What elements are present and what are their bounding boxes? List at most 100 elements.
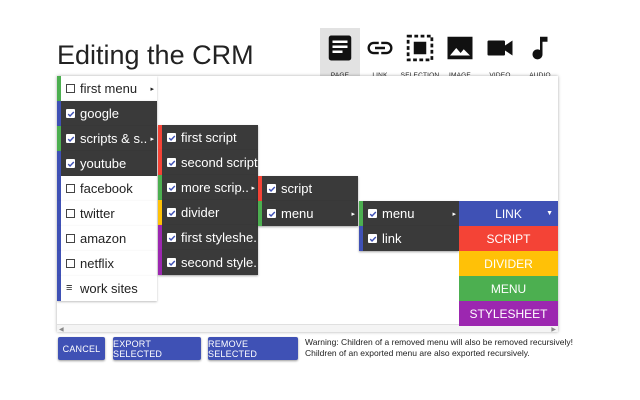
checkbox-checked-icon[interactable]: [267, 209, 276, 218]
link-icon: [365, 33, 395, 68]
tree-item-col1[interactable]: amazon: [57, 226, 157, 251]
checkbox-checked-icon[interactable]: [66, 159, 75, 168]
content-type-toolbar: PAGE LINK SELECTION IMAGE VIDEO AUDIO: [320, 28, 560, 79]
horizontal-scrollbar[interactable]: ◀ ▶: [57, 324, 558, 332]
audio-icon: [525, 33, 555, 68]
tree-item-label: youtube: [80, 156, 127, 171]
tree-item-col1[interactable]: facebook: [57, 176, 157, 201]
toolbar-label: SELECTION: [401, 72, 440, 79]
tree-item-label: facebook: [80, 181, 133, 196]
toolbar-image-button[interactable]: IMAGE: [440, 28, 480, 79]
submenu-arrow-icon: ▸: [351, 210, 355, 218]
tree-item-label: first script: [181, 130, 237, 145]
tree-item-col2[interactable]: more scrip...▸: [158, 175, 258, 200]
checkbox-checked-icon[interactable]: [368, 234, 377, 243]
tree-item-col1[interactable]: youtube: [57, 151, 157, 176]
export-selected-button[interactable]: EXPORT SELECTED: [113, 337, 201, 360]
toolbar-label: AUDIO: [529, 72, 551, 79]
submenu-arrow-icon: ▸: [452, 210, 456, 218]
scroll-right-icon[interactable]: ▶: [551, 327, 556, 332]
checkbox-empty-icon[interactable]: [66, 84, 75, 93]
toolbar-selection-button[interactable]: SELECTION: [400, 28, 440, 79]
checkbox-checked-icon[interactable]: [167, 158, 176, 167]
checkbox-checked-icon[interactable]: [167, 258, 176, 267]
tree-item-col4[interactable]: link: [359, 226, 459, 251]
tree-item-label: scripts & s...: [80, 131, 149, 146]
checkbox-checked-icon[interactable]: [167, 233, 176, 242]
tree-item-col2[interactable]: first script: [158, 125, 258, 150]
checkbox-empty-icon[interactable]: [66, 184, 75, 193]
type-link-button[interactable]: LINK ▼: [459, 201, 558, 226]
type-label: DIVIDER: [484, 256, 533, 271]
tree-item-label: more scrip...: [181, 180, 250, 195]
cancel-button[interactable]: CANCEL: [58, 337, 105, 360]
type-divider-button[interactable]: DIVIDER: [459, 251, 558, 276]
tree-item-label: first menu: [80, 81, 138, 96]
tree-item-col1[interactable]: first menu ▸: [57, 76, 157, 101]
submenu-arrow-icon: ▸: [150, 85, 154, 93]
tree-item-col1[interactable]: scripts & s...▸: [57, 126, 157, 151]
type-script-button[interactable]: SCRIPT: [459, 226, 558, 251]
type-menu-button[interactable]: MENU: [459, 276, 558, 301]
type-label: SCRIPT: [486, 231, 531, 246]
tree-item-label: second style...: [181, 255, 258, 270]
tree-item-col1[interactable]: netflix: [57, 251, 157, 276]
tree-item-label: link: [382, 231, 402, 246]
remove-selected-button[interactable]: REMOVE SELECTED: [208, 337, 298, 360]
image-icon: [445, 33, 475, 68]
page-title: Editing the CRM: [57, 40, 254, 70]
dropdown-arrow-icon: ▼: [546, 210, 553, 217]
submenu-arrow-icon: ▸: [150, 135, 154, 143]
checkbox-checked-icon[interactable]: [167, 183, 176, 192]
tree-item-col2[interactable]: second style...: [158, 250, 258, 275]
checkbox-checked-icon[interactable]: [267, 184, 276, 193]
warning-text: Warning: Children of a removed menu will…: [305, 337, 574, 358]
toolbar-audio-button[interactable]: AUDIO: [520, 28, 560, 79]
toolbar-label: PAGE: [331, 72, 349, 79]
tree-item-col1[interactable]: google: [57, 101, 157, 126]
checkbox-checked-icon[interactable]: [66, 134, 75, 143]
tree-item-label: menu: [382, 206, 415, 221]
tree-item-label: twitter: [80, 206, 115, 221]
tree-item-col1[interactable]: ≡ work sites: [57, 276, 157, 301]
checkbox-checked-icon[interactable]: [167, 208, 176, 217]
video-icon: [485, 33, 515, 68]
tree-item-label: divider: [181, 205, 220, 220]
tree-item-col3[interactable]: script: [258, 176, 358, 201]
checkbox-checked-icon[interactable]: [368, 209, 377, 218]
tree-item-col2[interactable]: first styleshe...: [158, 225, 258, 250]
type-stylesheet-button[interactable]: STYLESHEET: [459, 301, 558, 326]
checkbox-checked-icon[interactable]: [167, 133, 176, 142]
tree-item-label: menu: [281, 206, 314, 221]
selection-icon: [405, 33, 435, 68]
tree-item-label: google: [80, 106, 120, 121]
toolbar-label: IMAGE: [449, 72, 471, 79]
type-label: MENU: [490, 281, 527, 296]
tree-item-col4[interactable]: menu ▸: [359, 201, 459, 226]
tree-item-label: second script: [181, 155, 258, 170]
tree-item-col3[interactable]: menu ▸: [258, 201, 358, 226]
checkbox-empty-icon[interactable]: [66, 209, 75, 218]
toolbar-video-button[interactable]: VIDEO: [480, 28, 520, 79]
type-label: STYLESHEET: [469, 306, 548, 321]
hamburger-icon[interactable]: ≡: [66, 282, 73, 294]
toolbar-label: VIDEO: [489, 72, 510, 79]
scroll-left-icon[interactable]: ◀: [59, 327, 64, 332]
tree-item-col2[interactable]: divider: [158, 200, 258, 225]
tree-item-label: amazon: [80, 231, 127, 246]
checkbox-empty-icon[interactable]: [66, 234, 75, 243]
tree-item-label: netflix: [80, 256, 114, 271]
checkbox-empty-icon[interactable]: [66, 259, 75, 268]
type-label: LINK: [495, 206, 522, 221]
checkbox-checked-icon[interactable]: [66, 109, 75, 118]
toolbar-label: LINK: [372, 72, 387, 79]
toolbar-link-button[interactable]: LINK: [360, 28, 400, 79]
tree-item-col2[interactable]: second script: [158, 150, 258, 175]
submenu-arrow-icon: ▸: [251, 184, 255, 192]
tree-item-col1[interactable]: twitter: [57, 201, 157, 226]
tree-item-label: first styleshe...: [181, 230, 258, 245]
page-icon: [325, 33, 355, 68]
tree-item-label: script: [281, 181, 313, 196]
toolbar-page-button[interactable]: PAGE: [320, 28, 360, 79]
tree-item-label: work sites: [80, 281, 138, 296]
